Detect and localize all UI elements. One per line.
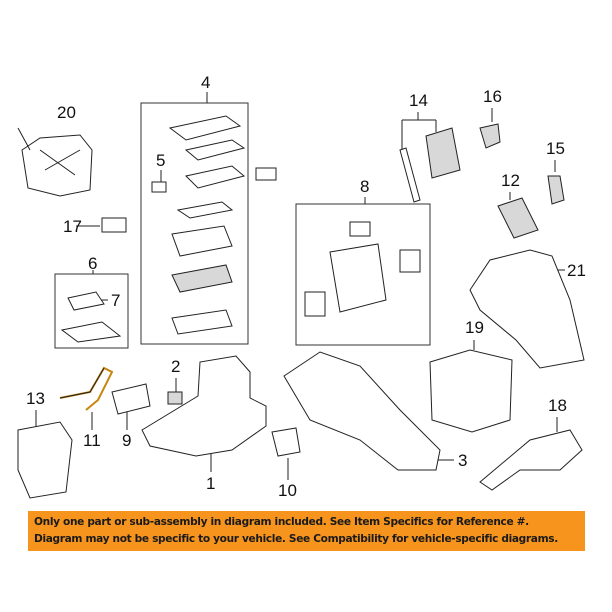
callout-6: 6 — [88, 254, 98, 273]
part-12 — [497, 197, 539, 239]
callout-8: 8 — [360, 177, 370, 196]
callout-17: 17 — [63, 217, 82, 236]
callout-14: 14 — [409, 91, 428, 110]
part-8 — [329, 243, 387, 313]
part-14 — [425, 127, 461, 179]
callout-1: 1 — [206, 474, 216, 493]
callout-21: 21 — [567, 261, 586, 280]
callout-5: 5 — [156, 151, 166, 170]
part-13 — [17, 421, 73, 499]
callout-2: 2 — [171, 357, 181, 376]
group-box-4 — [140, 102, 249, 345]
callout-10: 10 — [278, 481, 297, 500]
callout-16: 16 — [483, 87, 502, 106]
callout-3: 3 — [458, 451, 468, 470]
callout-13: 13 — [26, 389, 45, 408]
callout-7: 7 — [111, 291, 121, 310]
part-3-console-base — [283, 351, 441, 471]
disclaimer-banner: Only one part or sub-assembly in diagram… — [28, 511, 585, 551]
part-10 — [271, 427, 301, 457]
part-16 — [479, 123, 501, 149]
part-15 — [547, 175, 565, 205]
disclaimer-line-2: Diagram may not be specific to your vehi… — [34, 533, 558, 545]
group-box-6 — [54, 273, 129, 349]
part-1-console — [141, 355, 267, 457]
part-18 — [479, 429, 583, 491]
callout-12: 12 — [501, 171, 520, 190]
callout-11: 11 — [83, 431, 101, 450]
part-17 — [101, 217, 127, 233]
callout-19: 19 — [465, 318, 484, 337]
callout-9: 9 — [122, 431, 132, 450]
part-19 — [429, 349, 513, 433]
disclaimer-line-1: Only one part or sub-assembly in diagram… — [34, 516, 529, 528]
part-20-shifter — [21, 134, 93, 197]
callout-18: 18 — [548, 396, 567, 415]
callout-4: 4 — [201, 73, 211, 92]
callout-15: 15 — [546, 139, 565, 158]
part-9 — [111, 383, 151, 415]
callout-20: 20 — [57, 103, 76, 122]
group-box-8 — [295, 203, 431, 346]
part-2 — [167, 391, 183, 405]
part-21 — [469, 249, 585, 369]
